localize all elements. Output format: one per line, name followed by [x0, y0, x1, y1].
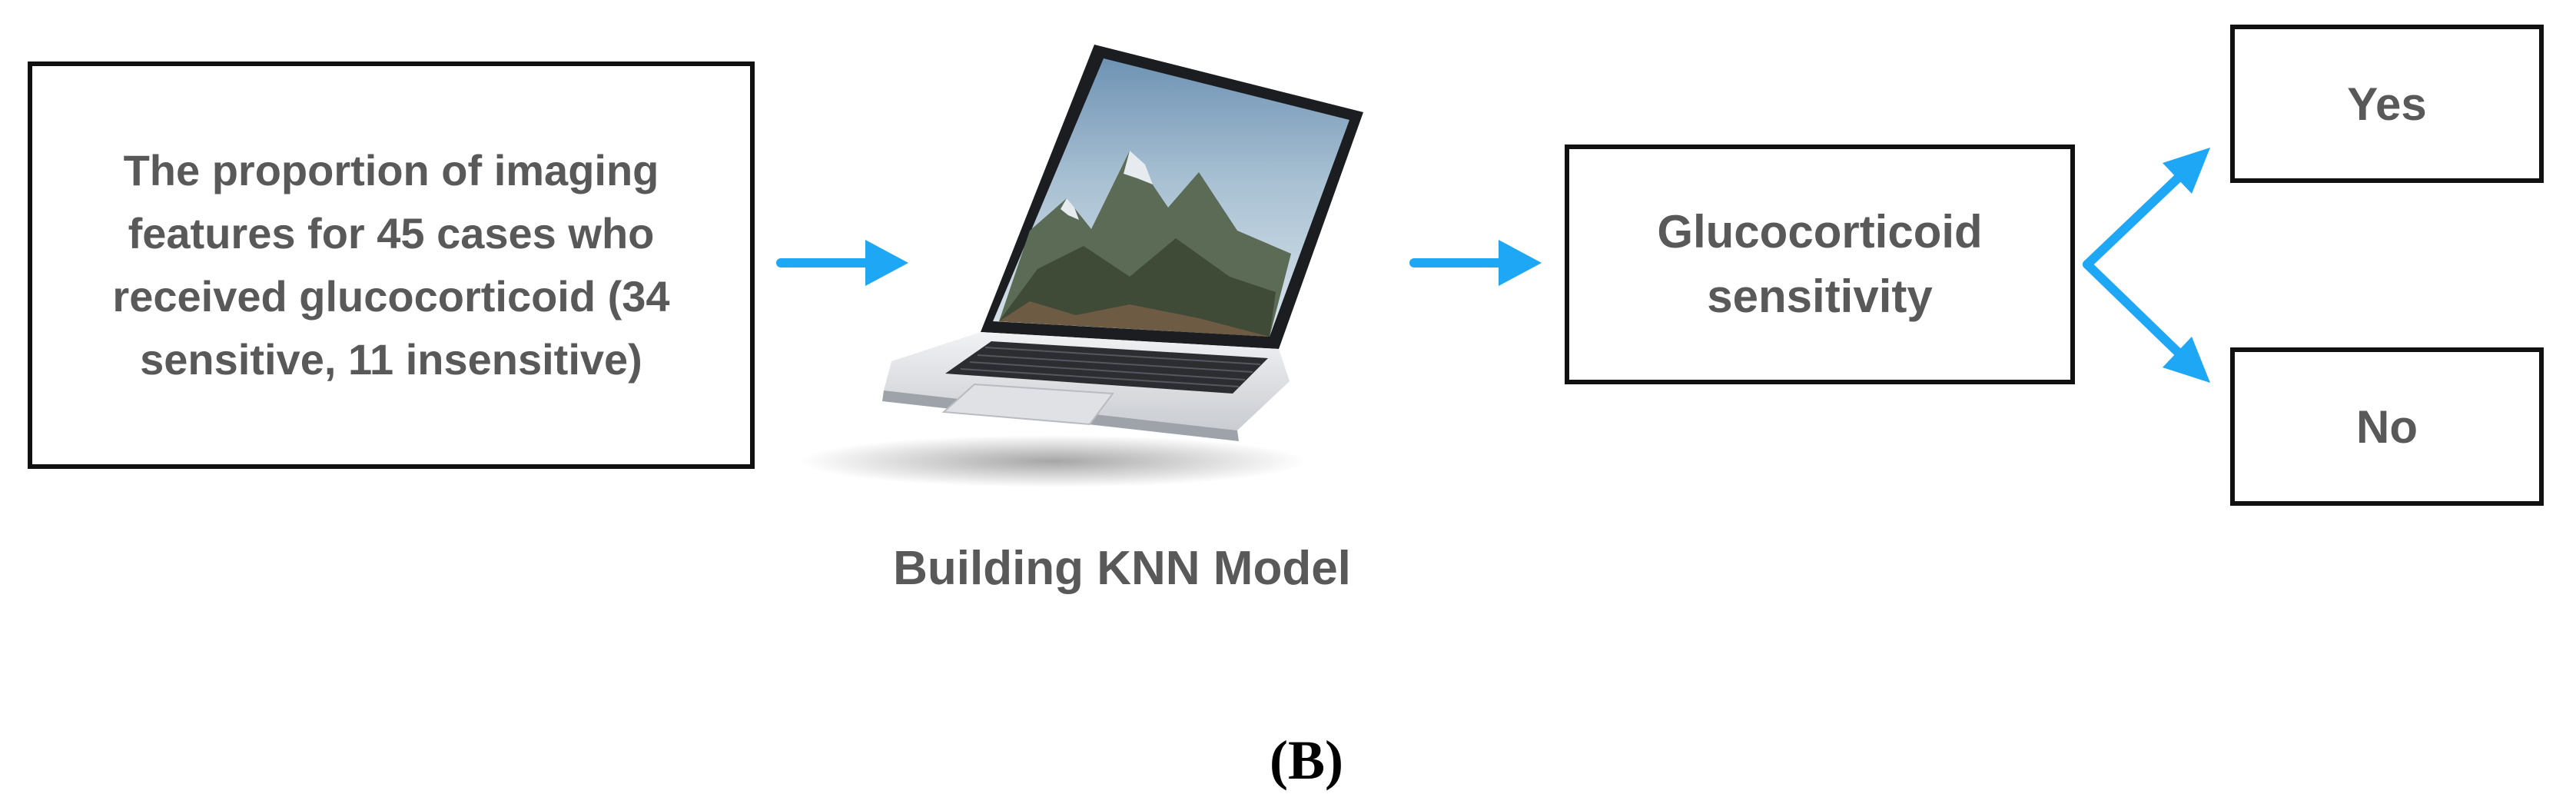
input-line-4: sensitive, 11 insensitive): [140, 335, 642, 384]
input-line-1: The proportion of imaging: [123, 146, 659, 194]
input-line-3: received glucocorticoid (34: [112, 272, 670, 321]
outcome-yes-label: Yes: [2347, 78, 2427, 130]
outcome-no-label: No: [2356, 400, 2418, 453]
model-caption: Building KNN Model: [893, 542, 1351, 595]
output-text: Glucocorticoid sensitivity: [1657, 200, 1982, 329]
arrow-output-to-yes: [2083, 148, 2210, 269]
arrow-model-to-output: [1409, 240, 1542, 286]
output-line-2: sensitivity: [1707, 271, 1933, 322]
output-line-1: Glucocorticoid: [1657, 206, 1983, 257]
input-line-2: features for 45 cases who: [128, 209, 655, 257]
panel-label: (B): [1270, 729, 1343, 791]
input-data-text: The proportion of imaging features for 4…: [112, 139, 669, 391]
outcome-yes-box: Yes: [2230, 25, 2544, 183]
arrow-output-to-no: [2083, 260, 2210, 383]
laptop-icon: [799, 45, 1363, 487]
arrow-input-to-model: [776, 240, 908, 286]
output-box: Glucocorticoid sensitivity: [1565, 145, 2075, 384]
outcome-no-box: No: [2230, 347, 2544, 506]
input-data-box: The proportion of imaging features for 4…: [28, 61, 755, 469]
